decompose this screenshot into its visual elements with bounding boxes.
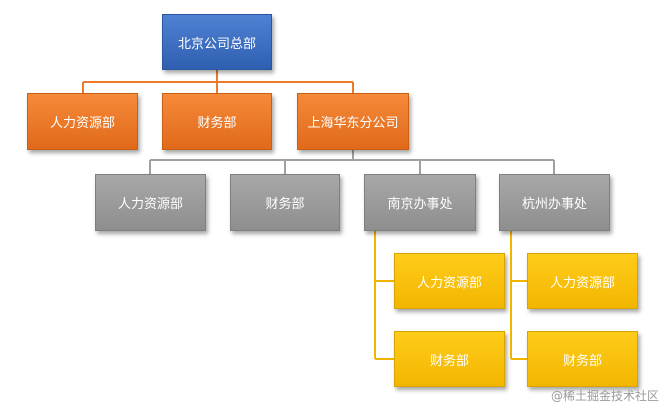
node-l2-hangzhou: 杭州办事处 [499, 174, 610, 231]
root-connectors [82, 70, 354, 93]
nanjing-connectors [374, 231, 394, 360]
node-l2-finance: 财务部 [230, 174, 340, 231]
node-nanjing-finance: 财务部 [394, 331, 505, 387]
watermark: @稀土掘金技术社区 [550, 389, 659, 403]
node-nanjing-hr: 人力资源部 [394, 253, 505, 309]
node-root: 北京公司总部 [162, 14, 272, 70]
node-l1-finance: 财务部 [162, 93, 272, 150]
branch-connectors [149, 150, 555, 174]
node-l1-shanghai: 上海华东分公司 [297, 93, 409, 150]
node-hangzhou-finance: 财务部 [527, 331, 638, 387]
node-l2-hr: 人力资源部 [95, 174, 206, 231]
node-l1-hr: 人力资源部 [27, 93, 138, 150]
node-l2-nanjing: 南京办事处 [364, 174, 476, 231]
hangzhou-connectors [510, 231, 527, 360]
node-hangzhou-hr: 人力资源部 [527, 253, 638, 309]
